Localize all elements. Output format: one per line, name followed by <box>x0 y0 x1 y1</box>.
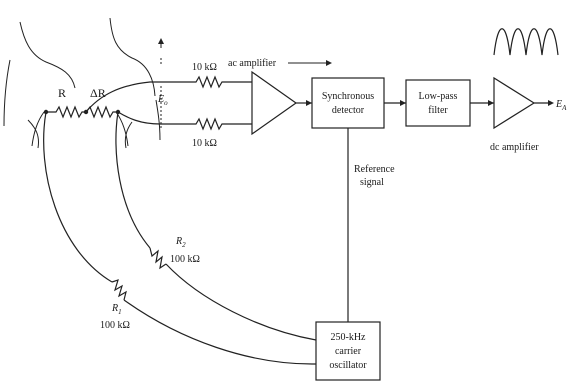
label-250khz: 250-kHz <box>331 332 367 343</box>
label-filter: filter <box>428 105 448 116</box>
label-eo: Eo <box>157 94 168 107</box>
wire-bottom <box>117 111 190 125</box>
wire-r2-upper <box>115 111 151 249</box>
resistor-r1 <box>111 279 127 301</box>
label-r1-value: 100 kΩ <box>100 320 130 331</box>
resistor-delta-r <box>85 105 118 119</box>
label-carrier: carrier <box>335 346 362 357</box>
label-10k-top: 10 kΩ <box>192 62 217 73</box>
ac-amplifier <box>251 70 298 136</box>
synchronous-detector-box <box>311 77 385 129</box>
oscillator-box <box>315 321 381 381</box>
resistor-r <box>46 105 86 119</box>
label-synchronous: Synchronous <box>322 91 374 102</box>
waveform-sine <box>493 28 559 56</box>
label-ac-amplifier: ac amplifier <box>228 58 277 69</box>
label-r1: R1 <box>111 303 122 316</box>
resistor-10k-top <box>190 75 252 89</box>
wire-r1-upper <box>43 111 113 283</box>
label-reference: Reference <box>354 164 395 175</box>
eo-arrow <box>158 38 164 130</box>
label-ea: EA <box>555 99 567 112</box>
label-r2: R2 <box>175 236 186 249</box>
torso-outline <box>3 17 161 149</box>
label-r2-value: 100 kΩ <box>170 254 200 265</box>
wire-top <box>85 81 190 113</box>
label-oscillator: oscillator <box>329 360 367 371</box>
label-signal: signal <box>360 177 384 188</box>
resistor-r2 <box>149 247 167 270</box>
dc-amplifier <box>493 76 536 130</box>
label-delta-r: ΔR <box>90 86 106 100</box>
wire-r2-lower <box>165 263 317 341</box>
label-detector: detector <box>332 105 365 116</box>
resistor-10k-bottom <box>190 117 252 131</box>
label-dc-amplifier: dc amplifier <box>490 142 539 153</box>
label-low-pass: Low-pass <box>419 91 458 102</box>
wire-r1-lower <box>123 299 317 365</box>
label-10k-bottom: 10 kΩ <box>192 138 217 149</box>
label-r: R <box>58 86 66 100</box>
low-pass-filter-box <box>405 79 471 127</box>
